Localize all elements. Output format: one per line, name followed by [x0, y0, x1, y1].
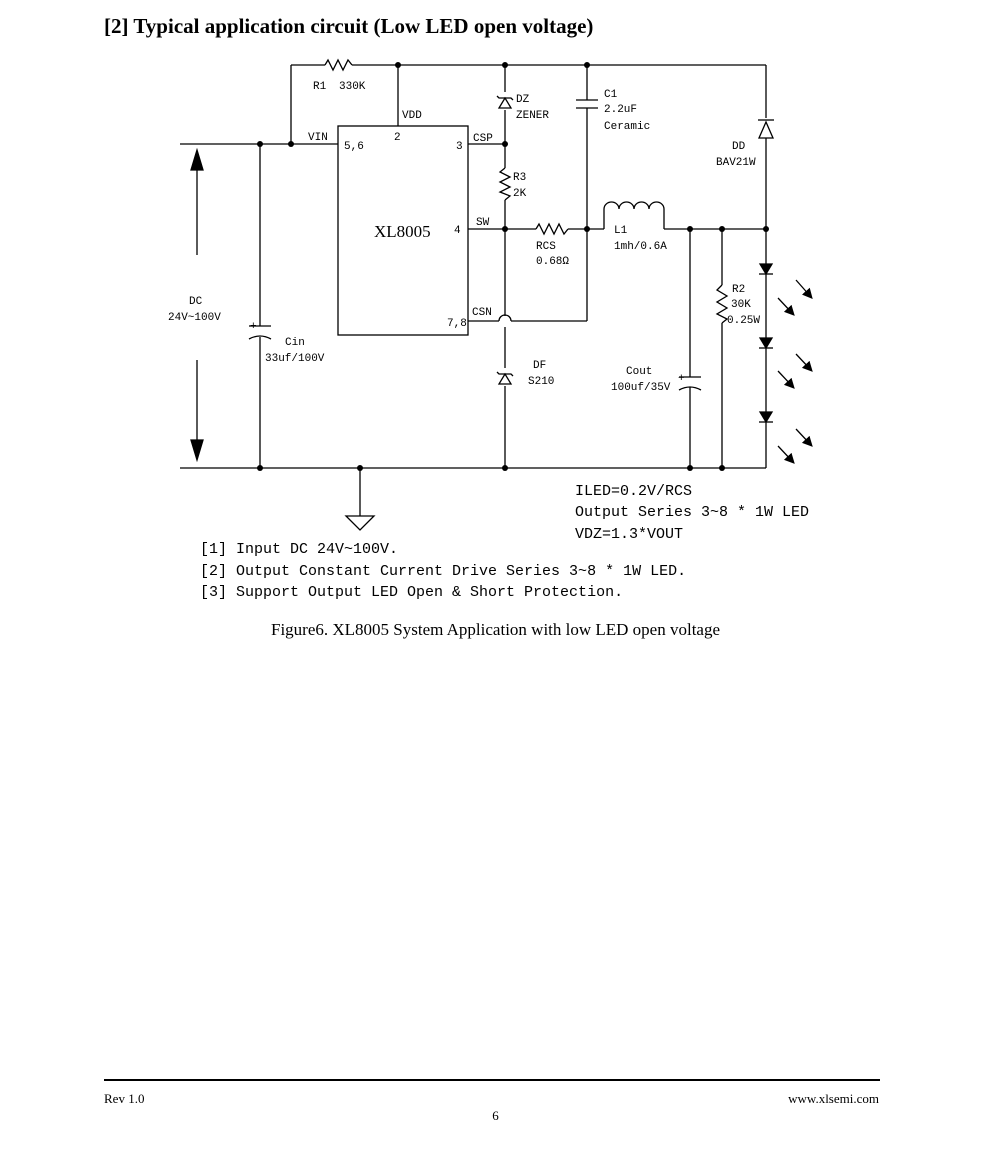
df-name: DF — [533, 360, 546, 372]
r3-name: R3 — [513, 172, 526, 184]
pin-sw-num: 4 — [454, 225, 461, 237]
r3-value: 2K — [513, 188, 527, 200]
dc-range: 24V~100V — [168, 312, 221, 324]
cout-name: Cout — [626, 366, 652, 378]
pin-csn-num: 7,8 — [447, 318, 467, 330]
page-number: 6 — [492, 1108, 499, 1123]
pin-csp-label: CSP — [473, 133, 493, 145]
l1-name: L1 — [614, 225, 628, 237]
cin-polarity: + — [250, 321, 257, 333]
circuit-wires — [180, 58, 813, 531]
rcs-name: RCS — [536, 241, 556, 253]
c1-value: 2.2uF — [604, 104, 637, 116]
dz-name: DZ — [516, 94, 530, 106]
pin-csn-label: CSN — [472, 307, 492, 319]
cin-name: Cin — [285, 337, 305, 349]
pin-vin-label: VIN — [308, 132, 328, 144]
note-3: [3] Support Output LED Open & Short Prot… — [200, 584, 623, 601]
formula-iled: ILED=0.2V/RCS — [575, 483, 692, 500]
note-1: [1] Input DC 24V~100V. — [200, 541, 398, 558]
c1-name: C1 — [604, 89, 618, 101]
circuit-schematic: R1 330K VDD 2 VIN 5,6 3 CSP 4 SW 7,8 CSN… — [168, 58, 813, 601]
footer-revision: Rev 1.0 — [104, 1091, 145, 1106]
r1-value: 330K — [339, 81, 366, 93]
rcs-value: 0.68Ω — [536, 256, 569, 268]
r2-power: 0.25W — [727, 315, 760, 327]
pin-sw-label: SW — [476, 217, 490, 229]
dd-value: BAV21W — [716, 157, 756, 169]
section-heading: [2] Typical application circuit (Low LED… — [104, 14, 594, 38]
note-2: [2] Output Constant Current Drive Series… — [200, 563, 686, 580]
figure-caption: Figure6. XL8005 System Application with … — [270, 620, 721, 639]
c1-note: Ceramic — [604, 121, 650, 133]
footer-divider — [104, 1079, 880, 1081]
cout-value: 100uf/35V — [611, 382, 671, 394]
r2-name: R2 — [732, 284, 745, 296]
pin-csp-num: 3 — [456, 141, 463, 153]
r2-value: 30K — [731, 299, 751, 311]
footer-website: www.xlsemi.com — [788, 1091, 879, 1106]
cout-polarity: + — [678, 373, 685, 385]
chip-name: XL8005 — [374, 222, 431, 241]
df-value: S210 — [528, 376, 554, 388]
pin-vdd-label: VDD — [402, 110, 422, 122]
pin-vdd-num: 2 — [394, 132, 401, 144]
formula-output: Output Series 3~8 * 1W LED — [575, 504, 809, 521]
r1-name: R1 — [313, 81, 327, 93]
dc-label: DC — [189, 296, 203, 308]
formula-vdz: VDZ=1.3*VOUT — [575, 526, 683, 543]
dd-name: DD — [732, 141, 746, 153]
pin-vin-num: 5,6 — [344, 141, 364, 153]
l1-value: 1mh/0.6A — [614, 241, 667, 253]
led-string — [758, 263, 774, 424]
junction-dots — [257, 62, 769, 471]
cin-value: 33uf/100V — [265, 353, 325, 365]
dz-value: ZENER — [516, 110, 549, 122]
